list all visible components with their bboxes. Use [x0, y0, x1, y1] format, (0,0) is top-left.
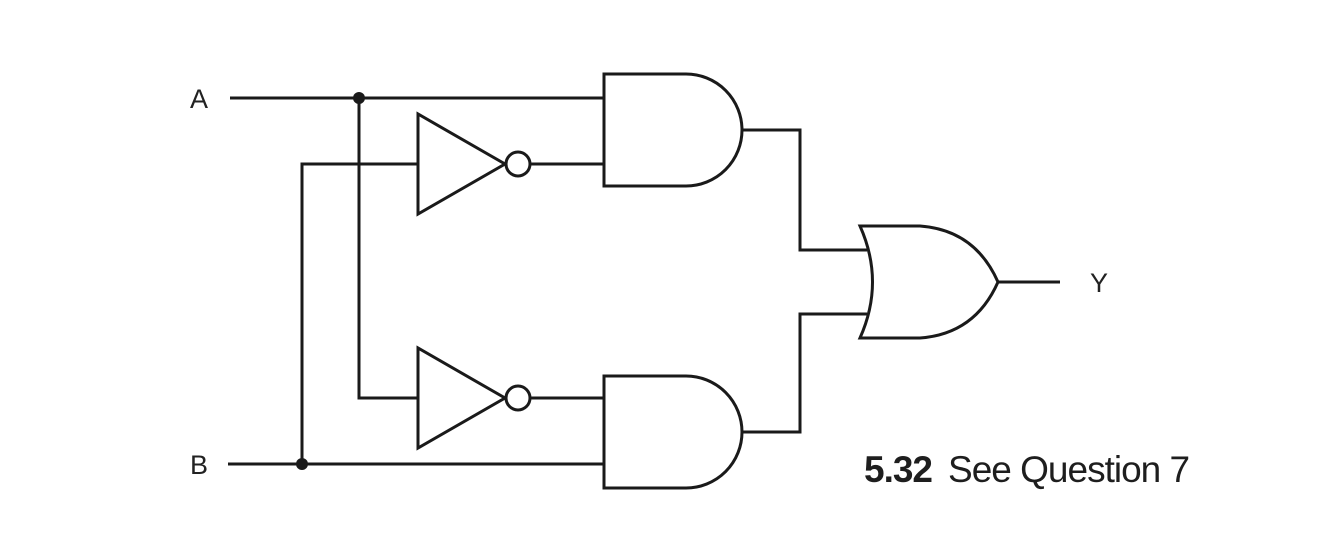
and-gate-bottom: [602, 374, 744, 490]
input-b-label: B: [190, 450, 208, 480]
not-gate-bottom: [416, 345, 532, 451]
wire-input-b: [228, 162, 604, 466]
not-gate-top: [416, 111, 532, 217]
figure-number: 5.32: [864, 449, 933, 490]
wire-input-a: [230, 96, 604, 400]
input-a-label: A: [190, 84, 208, 114]
output-y-label: Y: [1090, 268, 1108, 298]
and-gate-top: [602, 72, 744, 188]
or-gate: [857, 224, 1000, 340]
figure-caption-text: See Question 7: [948, 449, 1190, 490]
wire-and-top-out: [742, 128, 867, 252]
junction-a: [353, 92, 365, 104]
junction-b: [296, 458, 308, 470]
figure-caption: 5.32 See Question 7: [864, 449, 1190, 491]
wire-and-bottom-out: [742, 312, 867, 434]
